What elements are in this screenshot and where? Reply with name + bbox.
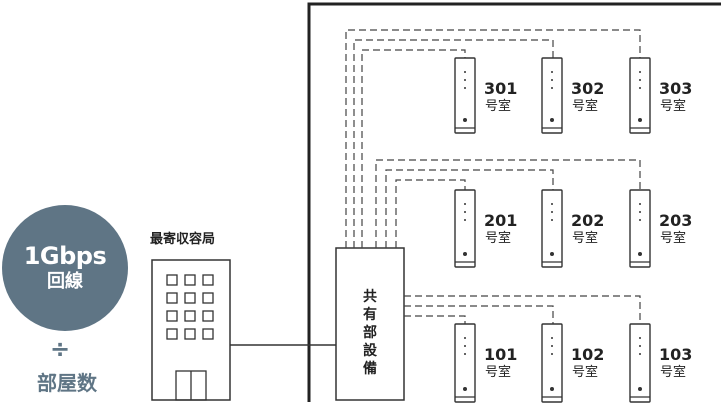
room-suffix: 号室 (660, 365, 687, 380)
onu-indicators (463, 71, 642, 391)
line-label: 回線 (47, 271, 83, 292)
onu-icon (454, 57, 476, 134)
room-suffix: 号室 (485, 365, 512, 380)
room-suffix: 号室 (485, 231, 512, 246)
room-number: 203 (659, 211, 693, 230)
line-speed-badge: 1Gbps 回線 (2, 205, 128, 331)
room-number: 102 (571, 345, 605, 364)
divide-icon: ÷ (49, 335, 71, 363)
onu-bases (455, 127, 650, 398)
onu-icon (454, 323, 476, 403)
onu-icon (541, 57, 563, 134)
room-suffix: 号室 (572, 99, 599, 114)
onu-icon (541, 323, 563, 403)
line-speed: 1Gbps (23, 242, 107, 270)
wiring (345, 29, 641, 324)
room-number: 302 (571, 79, 605, 98)
onu-icon (629, 189, 651, 268)
room-suffix: 号室 (660, 99, 687, 114)
onu-icon (629, 57, 651, 134)
common-equipment-box (335, 247, 405, 401)
room-number: 301 (484, 79, 518, 98)
onu-icon (541, 189, 563, 268)
room-suffix: 号室 (660, 231, 687, 246)
room-number: 202 (571, 211, 605, 230)
room-number: 103 (659, 345, 693, 364)
room-number: 201 (484, 211, 518, 230)
onu-devices (454, 57, 651, 403)
room-suffix: 号室 (572, 365, 599, 380)
room-number: 303 (659, 79, 693, 98)
onu-icon (454, 189, 476, 268)
building-outline (307, 2, 721, 402)
room-suffix: 号室 (572, 231, 599, 246)
room-number: 101 (484, 345, 518, 364)
office-label: 最寄収容局 (150, 232, 216, 247)
room-suffix: 号室 (485, 99, 512, 114)
office-building-icon (151, 259, 231, 401)
onu-icon (629, 323, 651, 403)
common-equipment-label: 共有部設備 (363, 289, 377, 377)
per-room-label: 部屋数 (37, 371, 97, 395)
